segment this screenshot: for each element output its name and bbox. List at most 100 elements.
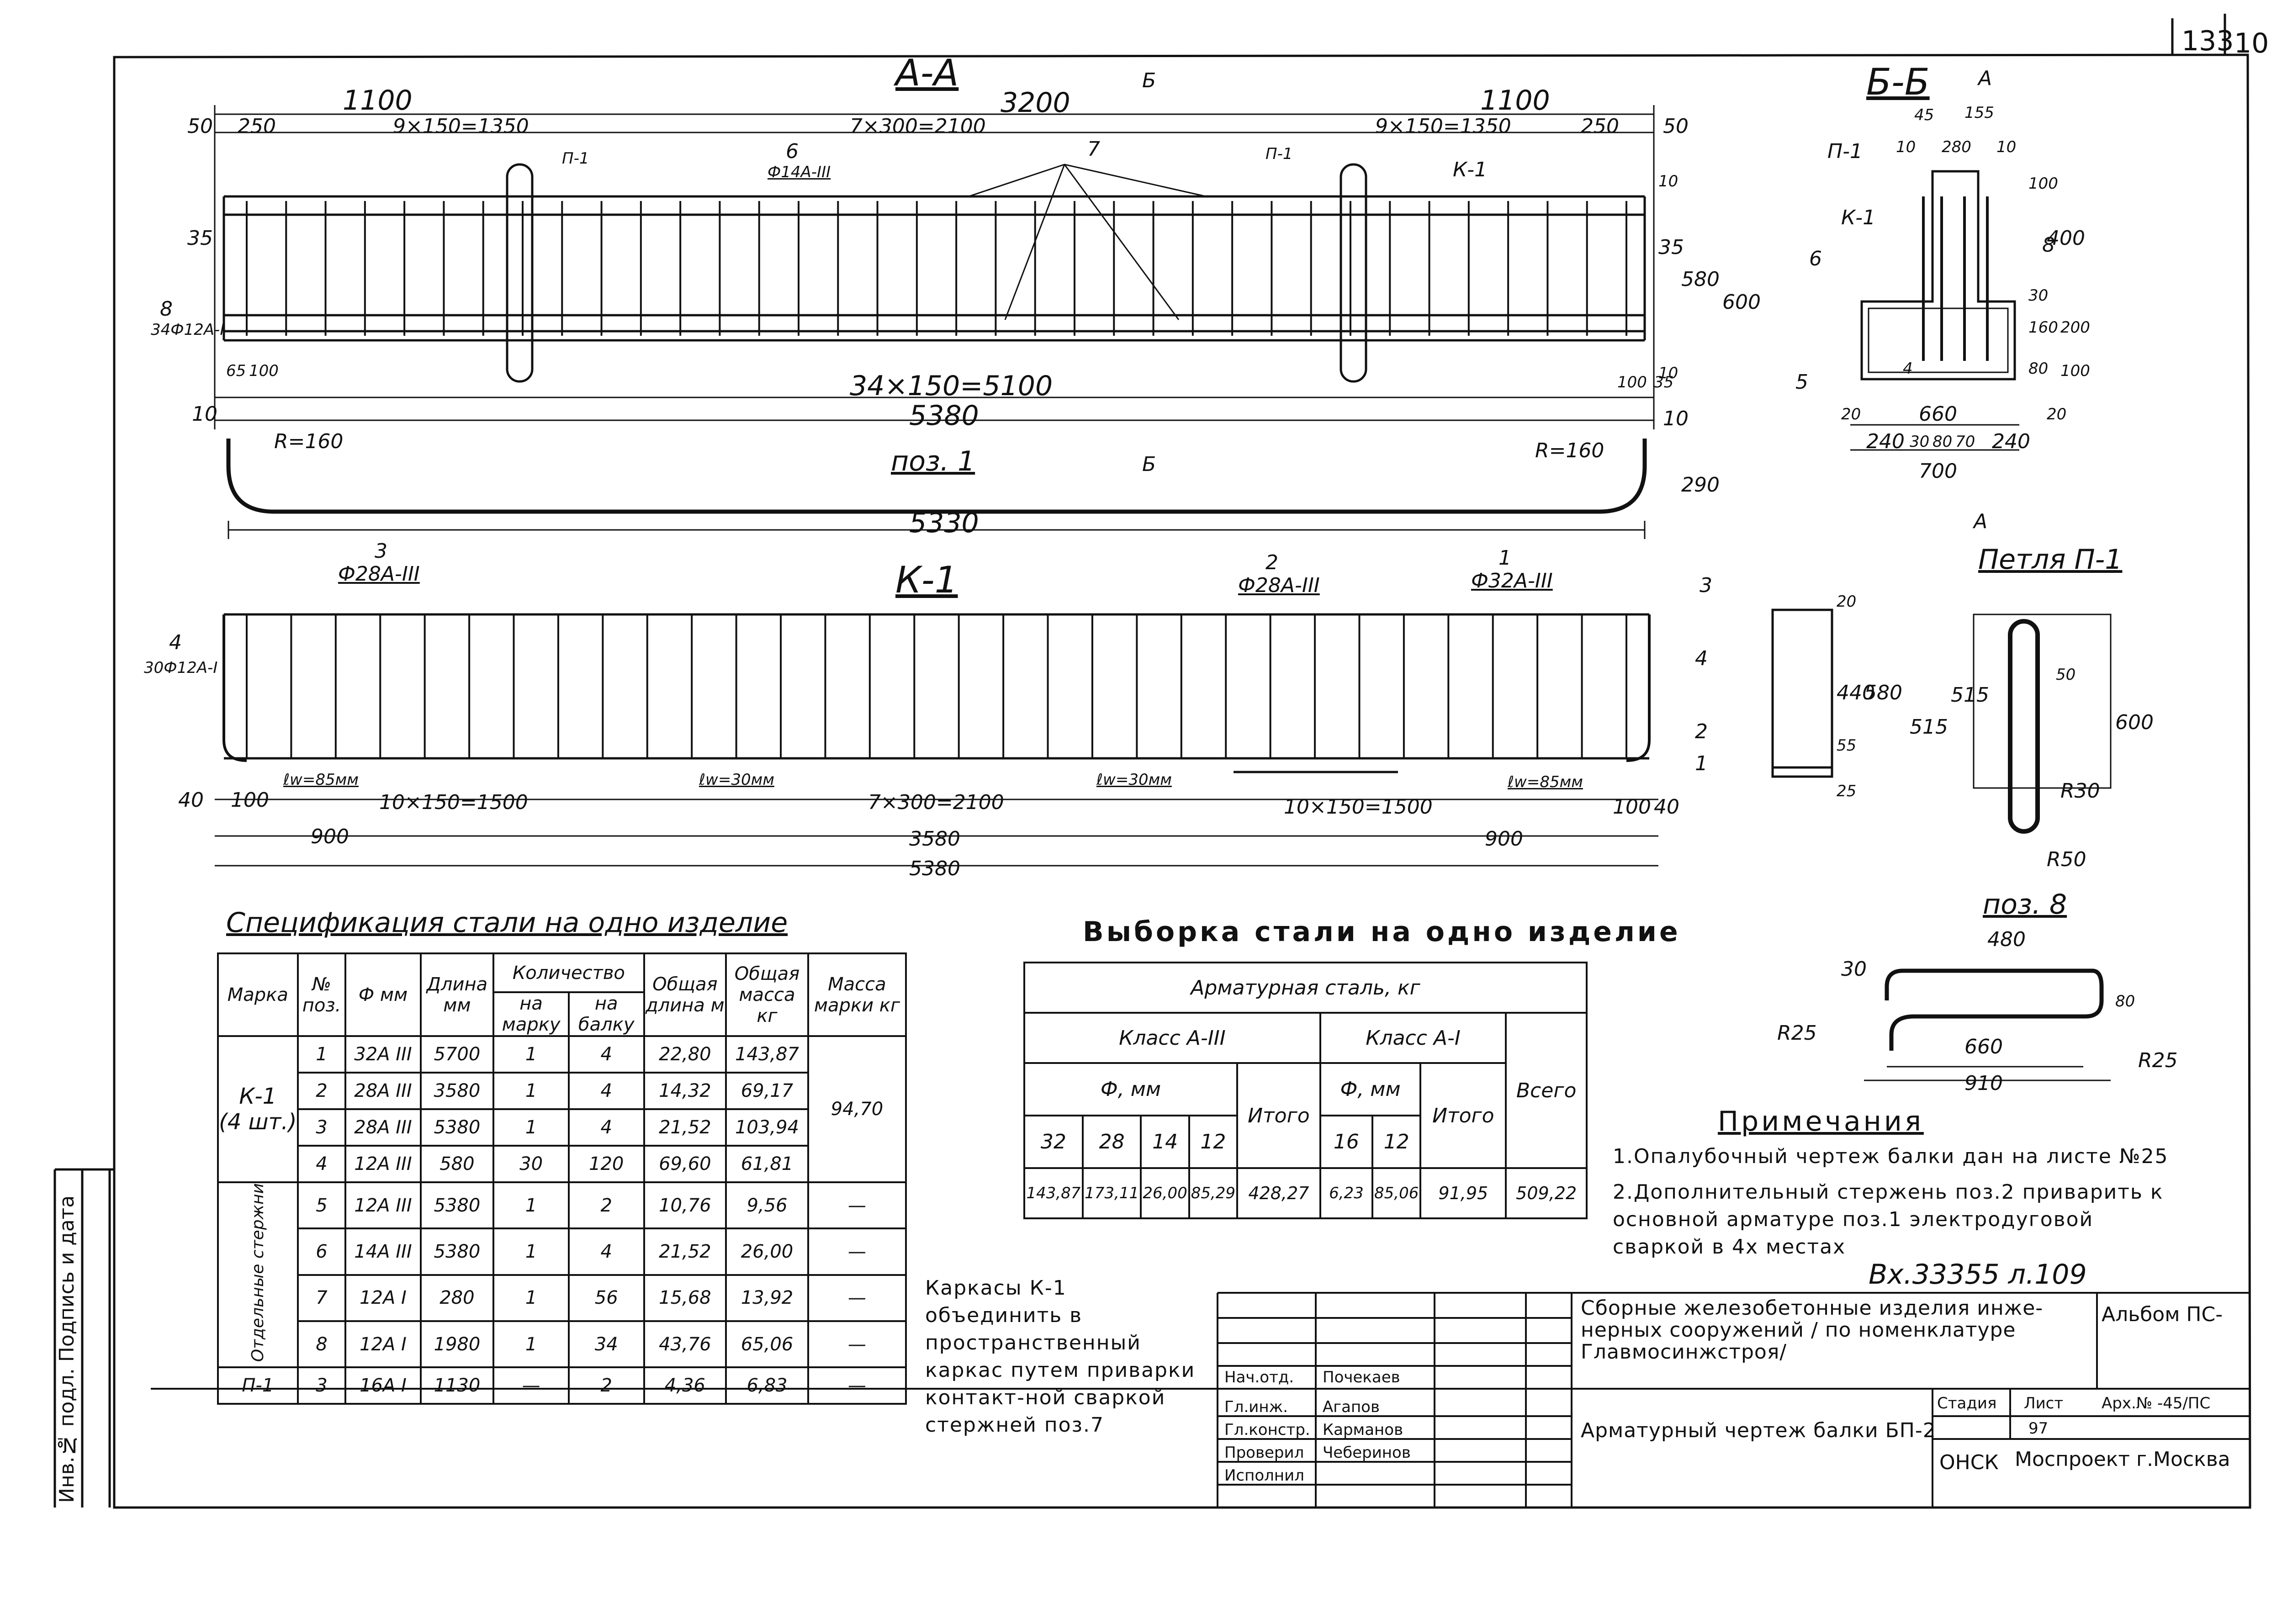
- bb-dim-10a: 10: [1896, 138, 1916, 156]
- loop-left-aa: [506, 163, 534, 383]
- spec-cell: 8: [297, 1320, 347, 1369]
- spec-cell: 12А I: [344, 1320, 422, 1369]
- label-aa-580: 580: [1681, 268, 1720, 291]
- spec-cell: 69,60: [643, 1145, 727, 1183]
- bb-dim-155: 155: [1964, 104, 1994, 122]
- label-aa-35-right: 35: [1658, 236, 1684, 259]
- spec-cell: 4: [567, 1072, 645, 1110]
- spec-cell: 4: [567, 1108, 645, 1147]
- spec-cell: 1: [492, 1035, 570, 1074]
- label-aa-600: 600: [1722, 291, 1761, 314]
- sheet-frame: [113, 53, 2251, 1509]
- sel-header: Арматурная сталь, кг: [1023, 962, 1588, 1014]
- k1-weld-3: ℓw=30мм: [1096, 771, 1172, 789]
- pos8-r25-left: R25: [1777, 1021, 1817, 1045]
- k1-callout-2-spec: Ф28А-III: [1238, 574, 1320, 597]
- spec-cell: 12А I: [344, 1274, 422, 1322]
- dim-aa-b6: 10: [192, 402, 217, 426]
- spec-h-length: Длина мм: [419, 952, 495, 1037]
- k1-side-dim-20: 20: [1837, 592, 1857, 611]
- spec-cell: 4: [567, 1035, 645, 1074]
- k1-dim-3: 10×150=1500: [379, 791, 528, 814]
- spec-cell: 15,68: [643, 1274, 727, 1322]
- sel-grand-total: 509,22: [1505, 1167, 1588, 1219]
- k1-side-dim-25: 25: [1837, 782, 1857, 800]
- selection-title: Выборка стали на одно изделие: [1083, 916, 1681, 948]
- bb-dim-280: 280: [1942, 138, 1971, 156]
- k1-dim-8: 900: [311, 825, 349, 848]
- spec-h-qty-beam: на балку: [567, 991, 645, 1037]
- k1-weld-4: ℓw=85мм: [1508, 773, 1583, 791]
- bb-label-p1: П-1: [1827, 140, 1863, 163]
- sel-a3-total: 428,27: [1236, 1167, 1321, 1219]
- k1-dim-1: 40: [178, 788, 204, 812]
- spec-mark-bars: Отдельные стержни: [217, 1181, 299, 1369]
- spec-cell: 34: [567, 1320, 645, 1369]
- reference-number: Вх.33355 л.109: [1869, 1259, 2087, 1291]
- selection-table: Арматурная сталь, кг Класс А-III Класс А…: [1023, 962, 1588, 1219]
- sel-val: 85,29: [1188, 1167, 1239, 1219]
- bb-dim-10b: 10: [1996, 138, 2017, 156]
- notes-title: Примечания: [1718, 1106, 1924, 1137]
- label-aa-7: 7: [1087, 138, 1100, 161]
- sel-dia-a3: Ф, мм: [1023, 1062, 1238, 1116]
- sel-class-a1: Класс А-I: [1319, 1012, 1507, 1064]
- spec-cell: 12А III: [344, 1145, 422, 1183]
- k1-stirrups: [246, 614, 1627, 758]
- k1-lines: [215, 613, 1658, 867]
- spec-cell: 2: [567, 1181, 645, 1230]
- k1-callout-1: 1: [1498, 546, 1511, 570]
- pos8-dim-910: 910: [1964, 1072, 2003, 1095]
- spec-cell: 22,80: [643, 1035, 727, 1074]
- loop-r50: R50: [2047, 848, 2086, 871]
- bb-dim-100: 100: [2028, 175, 2058, 193]
- dim-aa-5: 250: [238, 115, 276, 138]
- bb-dim-240a: 240: [1866, 430, 1905, 453]
- dim-aa-3: 1100: [1480, 85, 1550, 116]
- frame-inner-top: [2171, 14, 2226, 55]
- k1-side-view: [1771, 608, 1833, 778]
- dim-aa-6: 9×150=1350: [393, 115, 529, 138]
- sel-val: 26,00: [1140, 1167, 1190, 1219]
- label-aa-8: 8: [160, 297, 173, 321]
- bb-dim-70: 70: [1955, 433, 1975, 451]
- bb-dim-20b: 20: [2047, 405, 2067, 423]
- cut-mark-aa-top: Б: [1142, 69, 1156, 92]
- bb-dim-160: 160: [2028, 318, 2058, 337]
- section-bb-cut-top: А: [1978, 67, 1992, 90]
- spec-cell: 5380: [419, 1227, 495, 1276]
- pos8-dim-30: 30: [1841, 957, 1867, 981]
- bb-dim-20a: 20: [1841, 405, 1861, 423]
- tb-role-2: Гл.инж.: [1224, 1398, 1288, 1416]
- bb-dim-45: 45: [1914, 106, 1934, 124]
- spec-cell: 21,52: [643, 1227, 727, 1276]
- k1-callout-1-spec: Ф32А-III: [1471, 569, 1553, 592]
- k1-dim-7: 40: [1654, 795, 1679, 819]
- sel-col: 12: [1371, 1115, 1422, 1169]
- spec-cell: 5: [297, 1181, 347, 1230]
- spec-h-mark: Марка: [217, 952, 299, 1037]
- k1-dim-6: 100: [1613, 795, 1651, 819]
- spec-cell: 6,83: [725, 1366, 809, 1405]
- tb-arch-no: Арх.№ -45/ПС: [2102, 1394, 2211, 1412]
- loop-p1: [2008, 619, 2040, 834]
- sel-grand-label: Всего: [1505, 1012, 1588, 1169]
- sel-total-a3-label: Итого: [1236, 1062, 1321, 1169]
- k1-title: К-1: [895, 559, 958, 601]
- section-bb-cut-bottom: А: [1974, 510, 1988, 533]
- bb-dim-100b: 100: [2060, 362, 2090, 380]
- label-aa-10-bot: 10: [1658, 364, 1678, 382]
- tb-col-stage: Стадия: [1937, 1394, 1997, 1412]
- note-1: 1.Опалубочный чертеж балки дан на листе …: [1613, 1145, 2169, 1168]
- bb-label-k1: К-1: [1841, 206, 1876, 229]
- spec-cell: —: [807, 1227, 907, 1276]
- spec-cell: 14А III: [344, 1227, 422, 1276]
- bb-dim-700: 700: [1919, 460, 1957, 483]
- k1-callout-4: 4: [169, 631, 182, 654]
- k1-weld-1: ℓw=85мм: [283, 771, 359, 789]
- spec-cell: 43,76: [643, 1320, 727, 1369]
- tb-role-5: Исполнил: [1224, 1466, 1304, 1485]
- spec-cell: 580: [419, 1145, 495, 1183]
- dim-aa-b8: 10: [1663, 407, 1689, 430]
- spec-h-total-len: Общая длина м: [643, 952, 727, 1037]
